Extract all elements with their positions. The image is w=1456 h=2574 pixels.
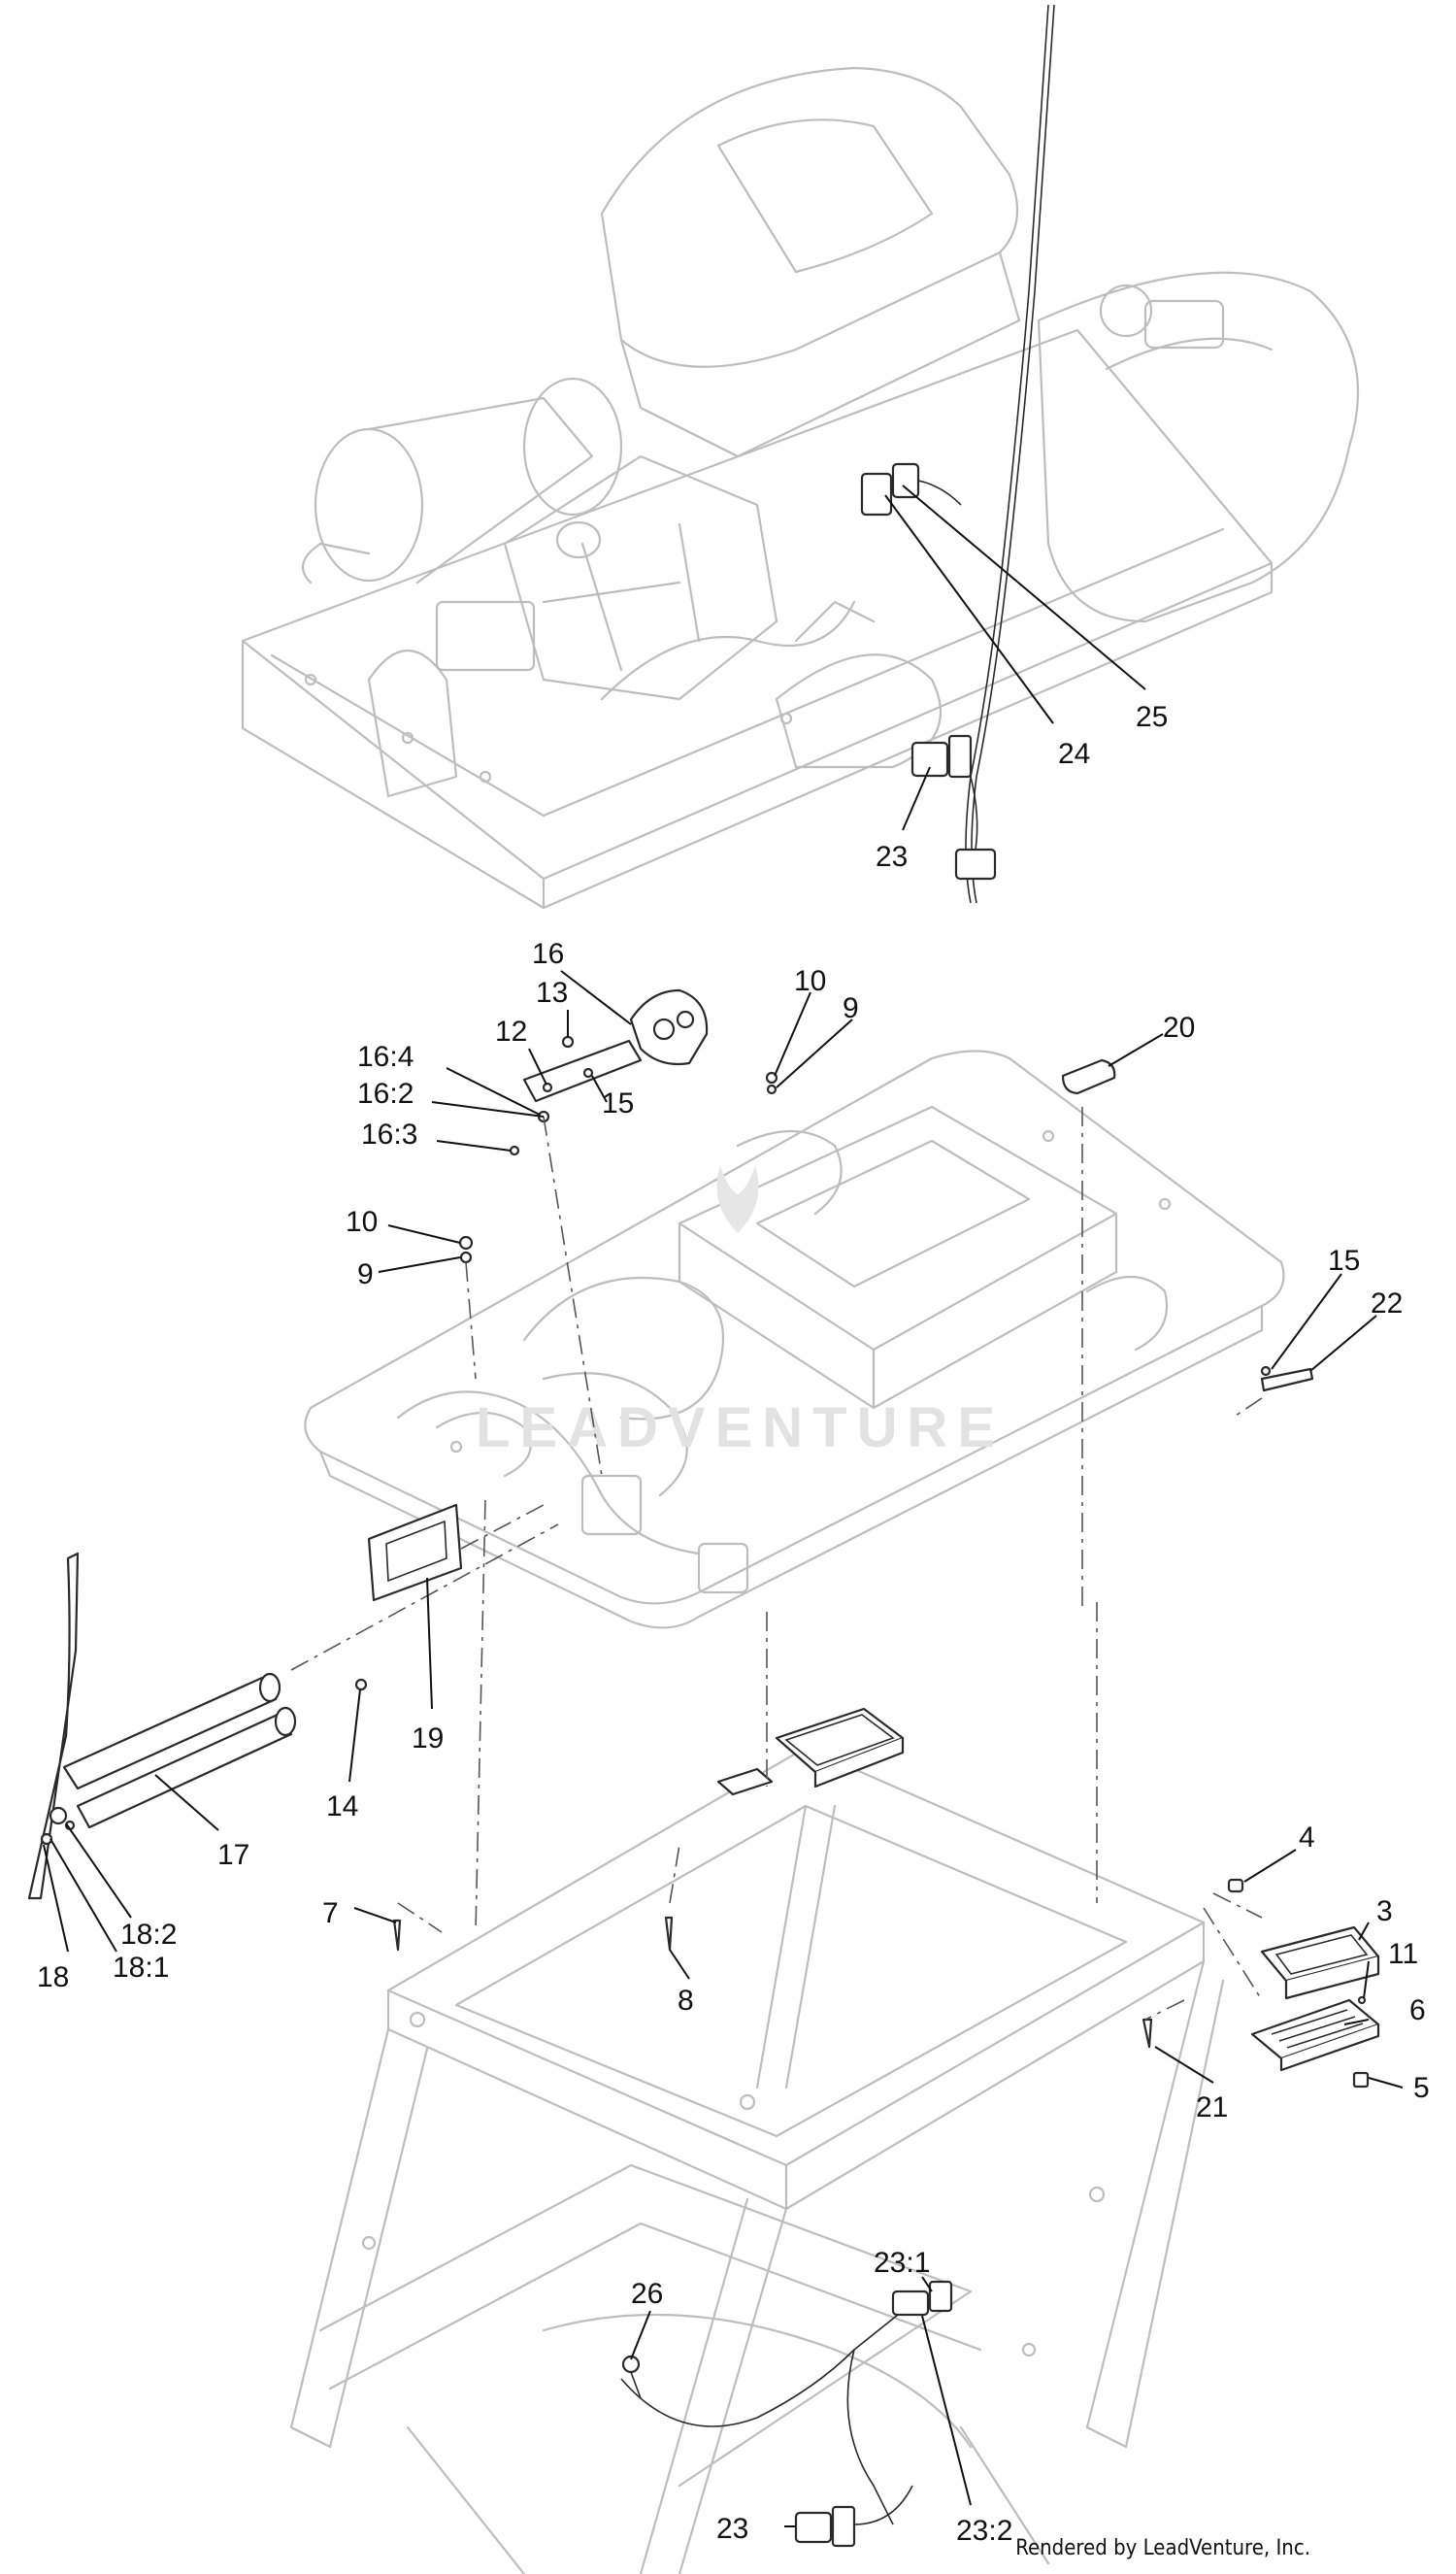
cab-vent-filter [716,1707,905,1796]
callout-5: 5 [1413,2072,1430,2104]
callout-23-upper: 23 [876,841,908,873]
part-20-lens [1061,1058,1116,1095]
part-19-bezel [367,1503,463,1602]
callout-16: 16 [532,938,564,970]
callout-12: 12 [495,1016,527,1048]
watermark-text: LEADVENTURE [476,1396,1005,1459]
part-7-screw [392,1919,402,1952]
callout-23-2: 23:2 [956,2515,1012,2547]
engine-frame-assembly [241,66,1360,910]
lower-harness [620,2280,953,2548]
callout-11: 11 [1388,1938,1418,1970]
callout-4: 4 [1299,1822,1315,1854]
part-8-screw [664,1916,674,1952]
callout-10-upper: 10 [794,965,826,997]
callout-14: 14 [326,1790,358,1822]
callout-9-lower: 9 [357,1258,374,1290]
callout-26: 26 [631,2278,663,2310]
callout-23-lower: 23 [716,2513,748,2545]
callout-15-upper: 15 [602,1087,634,1120]
callout-20: 20 [1163,1012,1195,1044]
callout-16-4: 16:4 [357,1041,414,1073]
part-22-strap [1260,1367,1314,1392]
callout-18-1: 18:1 [113,1952,169,1984]
callout-9-upper: 9 [843,992,859,1024]
part-4-clip [1227,1878,1244,1893]
callout-18: 18 [37,1961,69,1993]
assembly-guide-lines [290,1107,1263,2021]
callout-17: 17 [217,1839,249,1871]
render-credit: Rendered by LeadVenture, Inc. [1015,2536,1310,2560]
bracket-assembly-16 [509,988,709,1156]
callout-19: 19 [412,1722,444,1755]
callout-23-1: 23:1 [874,2247,930,2279]
part-14-screw [354,1678,368,1691]
callout-16-2: 16:2 [357,1078,414,1110]
callout-6: 6 [1409,1994,1426,2026]
main-harness-cable [965,4,1049,904]
callout-16-3: 16:3 [361,1119,417,1151]
callout-15-lower: 15 [1328,1245,1360,1277]
callout-leaders [43,485,1404,2527]
connector-23-upper [910,734,997,881]
callout-3: 3 [1376,1895,1393,1927]
part-3-6-vent [1250,1925,1380,2089]
cab-frame [289,1746,1225,2574]
connector-24-25 [860,462,962,517]
callout-22: 22 [1371,1287,1403,1320]
main-harness-cable-shadow [971,4,1055,904]
callout-labels: 25 24 23 16 13 12 16:4 16:2 16:3 10 9 10… [37,701,1430,2547]
callout-13: 13 [536,977,568,1009]
callout-7: 7 [322,1897,339,1929]
callout-24: 24 [1058,738,1090,770]
callout-25: 25 [1136,701,1168,733]
part-21-screw [1142,2018,1153,2049]
callout-8: 8 [678,1985,694,2017]
wiper-assembly [27,1552,297,1900]
callout-18-2: 18:2 [120,1919,177,1951]
roof-hvac-assembly: LEADVENTURE [304,1050,1285,1629]
callout-10-lower: 10 [346,1206,378,1238]
callout-21: 21 [1196,2091,1228,2123]
